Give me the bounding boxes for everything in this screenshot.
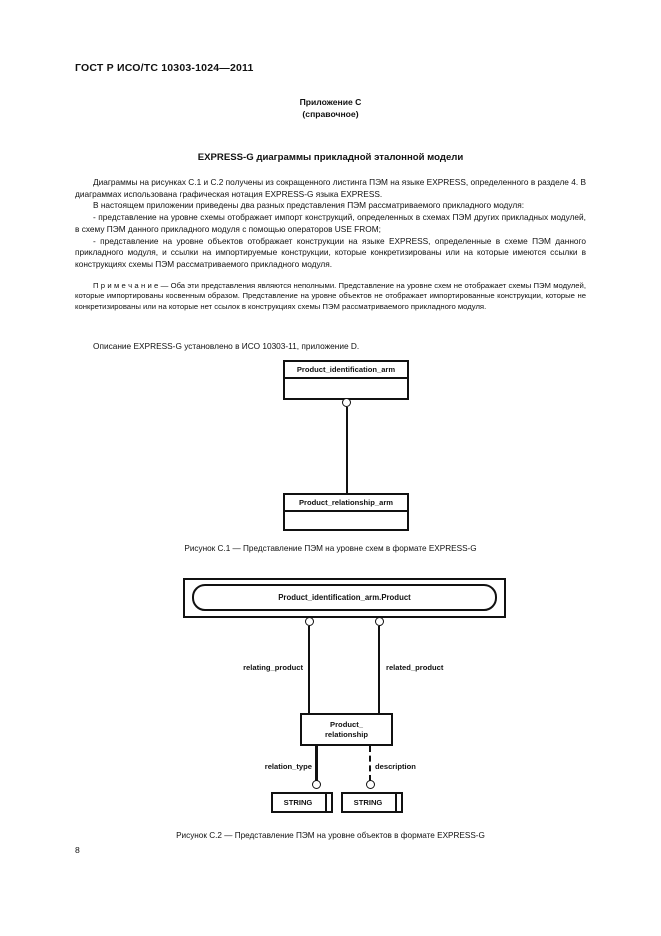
section-title: EXPRESS-G диаграммы прикладной эталонной…	[197, 152, 464, 163]
appendix-label: Приложение С	[299, 97, 362, 107]
relation-line	[346, 407, 348, 494]
schema-box-product-identification-arm: Product_identification_arm	[283, 360, 409, 400]
paragraph-2: В настоящем приложении приведены два раз…	[93, 200, 524, 211]
entity-name-line1: Product_	[330, 720, 363, 729]
entity-name-line2: relationship	[324, 729, 369, 739]
paragraph-1: Диаграммы на рисунках С.1 и С.2 получены…	[75, 177, 586, 199]
attribute-label-related-product: related_product	[386, 663, 444, 672]
type-label: STRING	[283, 798, 313, 807]
open-circle-connector	[375, 617, 384, 626]
type-box-double-line	[395, 794, 397, 811]
open-circle-connector	[305, 617, 314, 626]
open-circle-connector	[312, 780, 321, 789]
schema-box-blank-area	[285, 512, 407, 529]
page-number: 8	[75, 845, 80, 855]
open-circle-connector	[342, 398, 351, 407]
document-designation: ГОСТ Р ИСО/ТС 10303-1024—2011	[75, 62, 254, 74]
attribute-label-description: description	[375, 762, 416, 771]
appendix-kind: (справочное)	[302, 109, 359, 119]
type-box-string-left: STRING	[271, 792, 333, 813]
figure-c1-caption: Рисунок С.1 — Представление ПЭМ на уровн…	[184, 544, 477, 553]
attribute-line-relating	[308, 626, 310, 713]
page-reference-oval: Product_identification_arm.Product	[192, 584, 497, 611]
attribute-label-relation-type: relation_type	[264, 762, 312, 771]
paragraph-3: - представление на уровне схемы отобража…	[75, 212, 586, 234]
attribute-line-relation-type	[315, 746, 318, 781]
paragraph-5: Описание EXPRESS-G установлено в ИСО 103…	[93, 341, 360, 351]
body-text: Диаграммы на рисунках С.1 и С.2 получены…	[75, 177, 586, 271]
attribute-label-relating-product: relating_product	[243, 663, 303, 672]
entity-box-product-relationship: Product_ relationship	[300, 713, 393, 746]
figure-c2-caption: Рисунок С.2 — Представление ПЭМ на уровн…	[176, 831, 485, 840]
type-box-double-line	[325, 794, 327, 811]
appendix-heading: Приложение С (справочное)	[0, 96, 661, 120]
type-box-string-right: STRING	[341, 792, 403, 813]
open-circle-connector	[366, 780, 375, 789]
schema-box-product-relationship-arm: Product_relationship_arm	[283, 493, 409, 531]
note-paragraph: П р и м е ч а н и е — Оба эти представле…	[75, 281, 586, 311]
schema-box-blank-area	[285, 379, 407, 398]
schema-box-title: Product_relationship_arm	[285, 495, 407, 512]
paragraph-4: - представление на уровне объектов отобр…	[75, 235, 586, 269]
attribute-line-description-dashed	[369, 746, 371, 781]
attribute-line-related	[378, 626, 380, 713]
type-label: STRING	[353, 798, 383, 807]
schema-box-title: Product_identification_arm	[285, 362, 407, 379]
